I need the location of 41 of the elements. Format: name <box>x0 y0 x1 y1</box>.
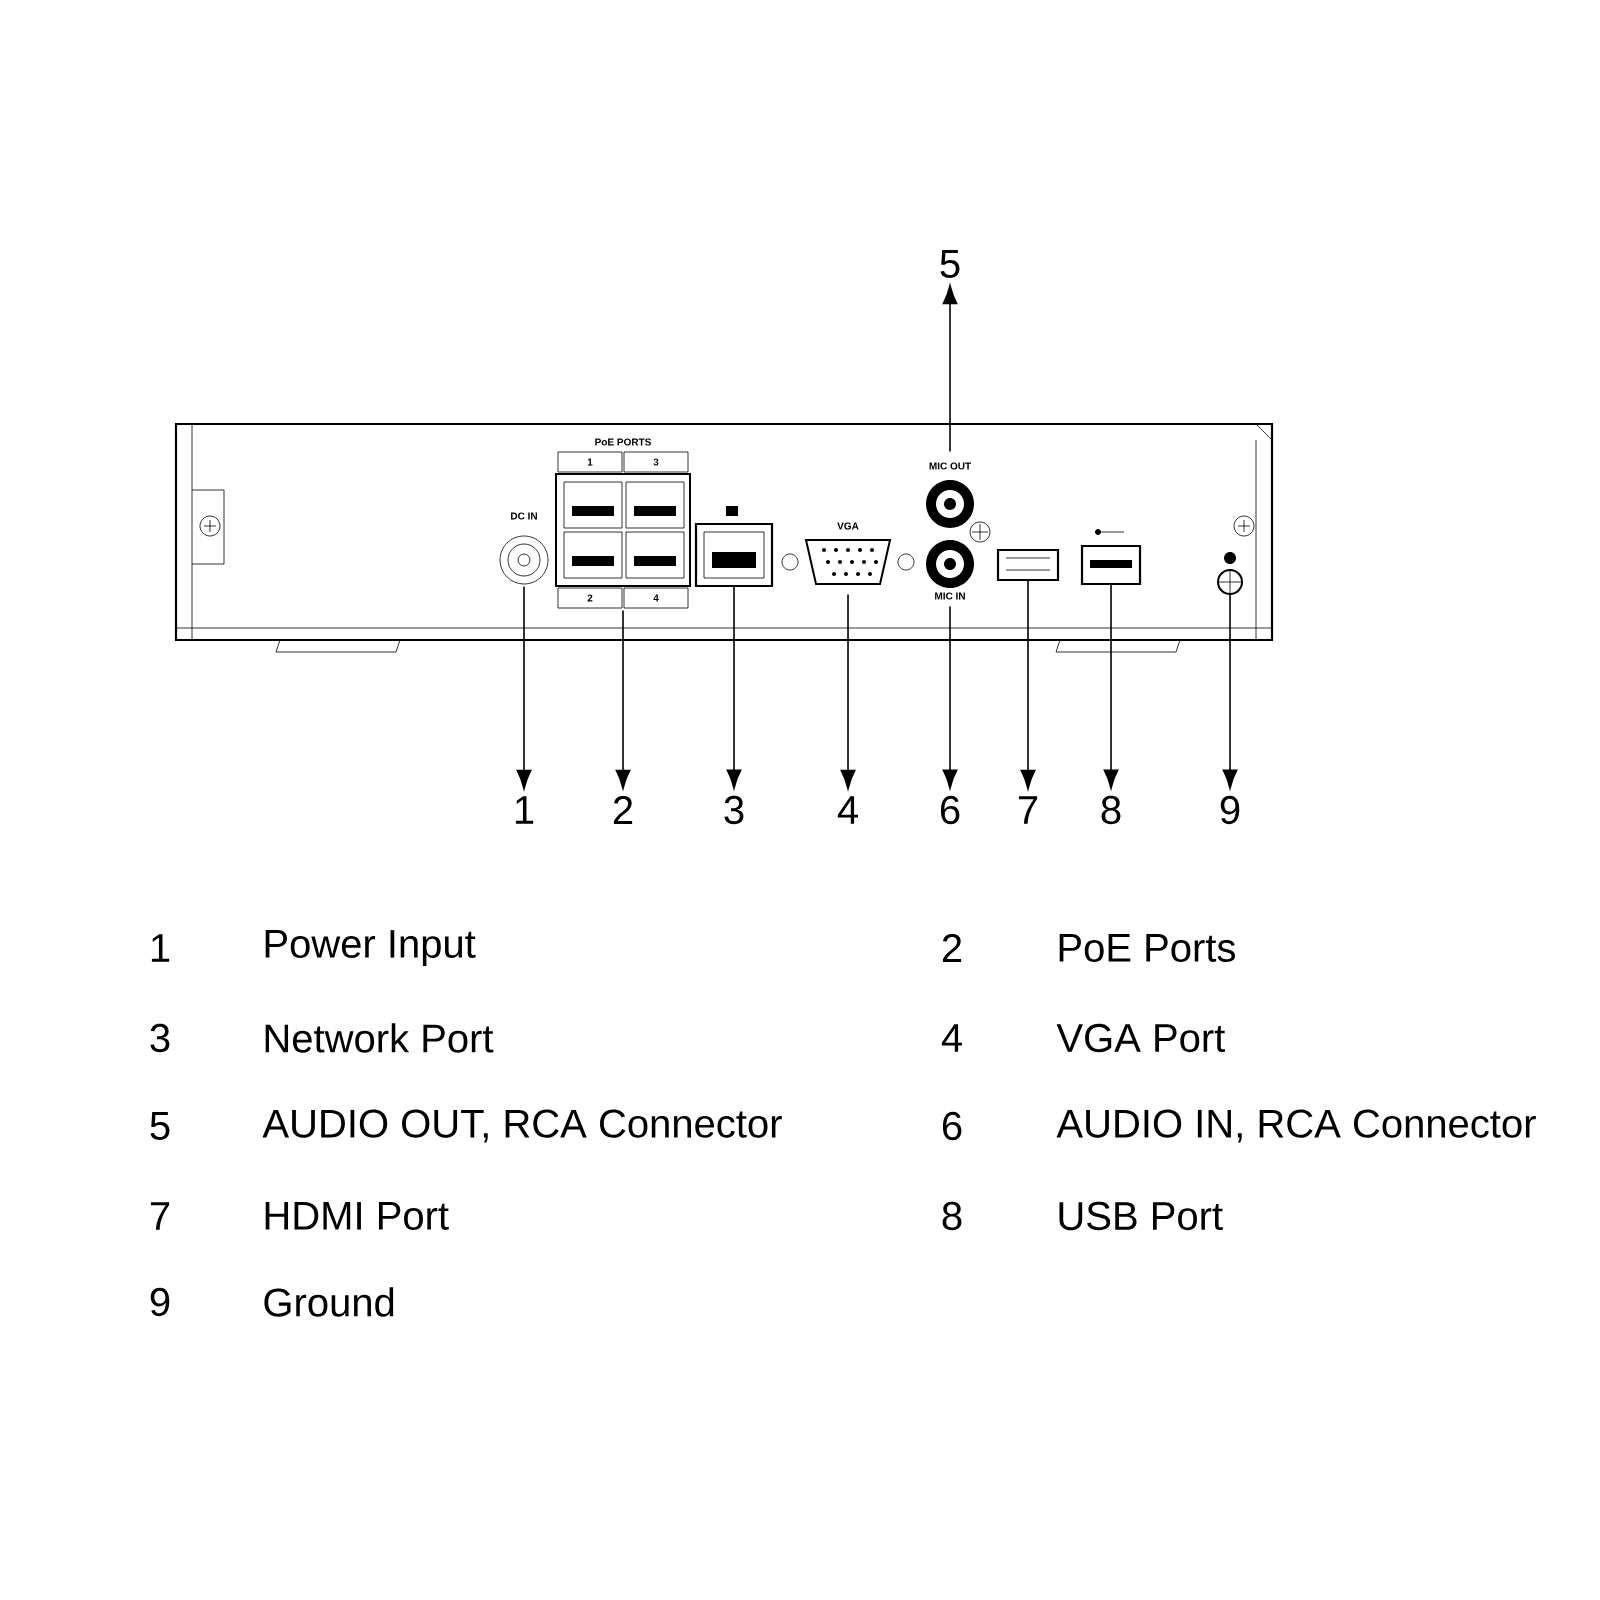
leader-arrow <box>726 586 742 789</box>
callout-number: 9 <box>1220 795 1240 825</box>
leader-arrow <box>615 609 631 790</box>
legend-text: Ground <box>264 1287 394 1317</box>
legend-number: 5 <box>150 1112 170 1140</box>
callout-number: 3 <box>724 795 744 825</box>
device-rear-panel-drawing <box>174 422 1274 653</box>
legend-number: 9 <box>150 1287 170 1317</box>
legend-text: AUDIO IN, RCA Connector <box>1056 1109 1536 1143</box>
network-port <box>694 506 774 588</box>
legend-number: 6 <box>942 1111 962 1141</box>
legend-number: 2 <box>942 934 962 962</box>
legend-text: HDMI Port <box>265 1202 449 1230</box>
legend-number: 3 <box>150 1023 170 1053</box>
hdmi-port <box>996 548 1060 582</box>
legend-text: Power Input <box>265 930 476 966</box>
leader-arrow <box>942 605 958 789</box>
leader-arrow <box>840 593 856 790</box>
legend-text: VGA Port <box>1056 1023 1226 1053</box>
legend-number: 8 <box>942 1201 962 1231</box>
legend-text: AUDIO OUT, RCA Connector <box>262 1109 782 1143</box>
callout-number: 2 <box>613 796 633 824</box>
legend-number: 1 <box>151 934 170 962</box>
leader-arrow <box>1103 584 1119 789</box>
leader-arrow <box>1222 594 1238 789</box>
legend-number: 7 <box>150 1202 170 1230</box>
legend-text: USB Port <box>1059 1201 1223 1231</box>
legend-text: Network Port <box>265 1023 494 1053</box>
leader-arrow <box>942 284 958 453</box>
ground-terminal <box>1217 552 1243 595</box>
callout-number: 6 <box>940 795 960 825</box>
leader-arrow <box>1020 580 1036 790</box>
callout-number: 1 <box>515 796 534 824</box>
legend-text: PoE Ports <box>1059 934 1235 962</box>
callout-number: 4 <box>837 796 858 824</box>
callout-number: 5 <box>940 250 960 278</box>
leader-arrow <box>516 585 532 790</box>
callout-number: 8 <box>1101 795 1121 825</box>
callout-number: 7 <box>1018 796 1038 824</box>
usb-port <box>1080 529 1142 586</box>
legend-number: 4 <box>941 1024 962 1052</box>
